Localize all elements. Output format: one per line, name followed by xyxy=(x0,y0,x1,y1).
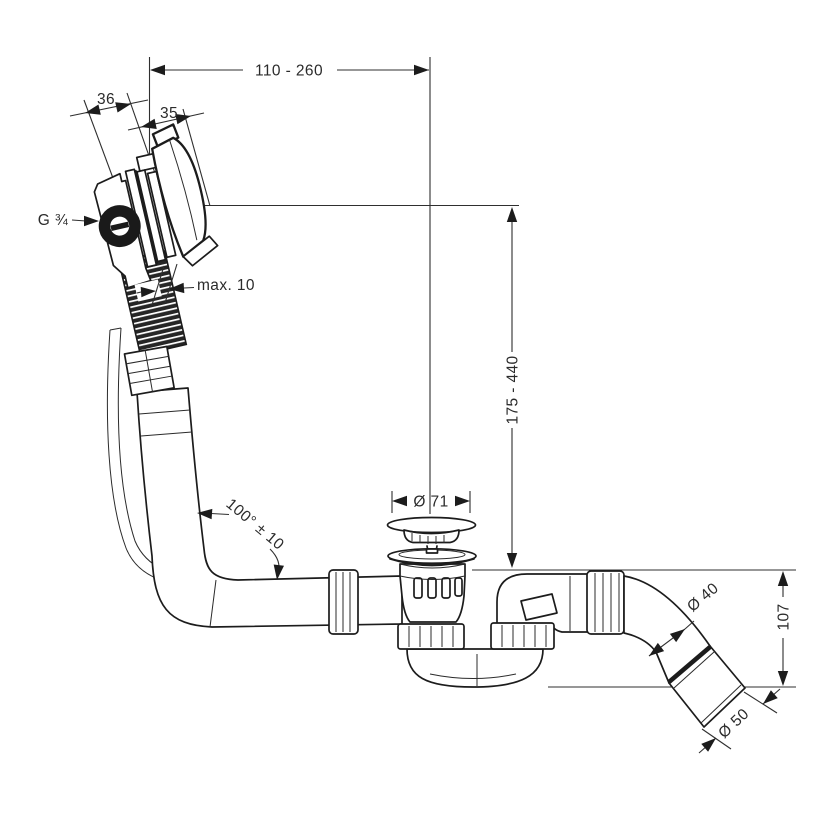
union-nut-drain xyxy=(397,623,465,650)
arrowhead xyxy=(777,571,789,586)
strainer-slot xyxy=(454,577,463,597)
arrowhead xyxy=(139,118,157,133)
arrowhead xyxy=(455,495,470,507)
plug-cap xyxy=(386,516,477,544)
dim-trim-depth: 35 xyxy=(127,105,211,207)
dim-reach-label: 110 - 260 xyxy=(255,63,323,80)
pipe-dia-label: Ø 40 xyxy=(684,580,722,616)
overflow-rotary-unit xyxy=(93,123,219,289)
label-thread: G ¾ xyxy=(38,212,99,229)
outlet-pipe-45 xyxy=(623,575,746,728)
dim-35-label: 35 xyxy=(160,105,178,122)
union-nut-elbow xyxy=(490,622,555,650)
knob-skirt xyxy=(182,235,219,267)
arrowhead xyxy=(414,64,429,76)
dim-max-wall: max. 10 xyxy=(134,263,255,306)
dim-71-label: Ø 71 xyxy=(413,494,448,511)
hose-body xyxy=(136,387,403,628)
dim-reach: 110 - 260 xyxy=(148,57,431,514)
hose-adapter xyxy=(123,345,175,397)
thread-label: G ¾ xyxy=(38,212,69,229)
dim-36-label: 36 xyxy=(97,91,115,108)
strainer-slot xyxy=(413,577,423,599)
union-nut-outlet xyxy=(586,570,625,635)
sleeve-joint xyxy=(667,645,712,684)
strainer-slot xyxy=(427,577,437,599)
flange-plate xyxy=(136,169,167,263)
label-hose-angle: 100° ± 10 xyxy=(196,496,288,581)
rotary-knob xyxy=(151,136,207,258)
dimension-lines: 110 - 260 36 35 175 - 440 Ø 71 xyxy=(69,57,796,688)
escutcheon-plate xyxy=(146,170,177,259)
dim-plug-diameter: Ø 71 xyxy=(391,491,471,513)
p-trap-bowl xyxy=(406,648,544,688)
strainer-slot xyxy=(441,577,451,599)
union-nut-overflow xyxy=(328,569,359,635)
arrowhead xyxy=(506,207,518,222)
arrowhead xyxy=(777,671,789,686)
arrowhead xyxy=(150,64,165,76)
elbow-boss xyxy=(520,593,558,621)
product-drawing xyxy=(93,123,746,728)
dim-height-range: 175 - 440 xyxy=(505,207,522,568)
overflow-hose xyxy=(136,387,403,628)
arrowhead xyxy=(392,495,407,507)
arrowhead xyxy=(84,215,99,227)
arrowhead xyxy=(506,553,518,568)
dim-trap-depth: 107 xyxy=(472,569,796,688)
dim-107-label: 107 xyxy=(776,603,793,630)
knob-top-tab xyxy=(151,123,180,149)
max-wall-label: max. 10 xyxy=(197,277,255,294)
dim-height-label: 175 - 440 xyxy=(505,355,522,424)
waste-assembly xyxy=(386,516,477,623)
hose-angle-label: 100° ± 10 xyxy=(223,496,288,554)
